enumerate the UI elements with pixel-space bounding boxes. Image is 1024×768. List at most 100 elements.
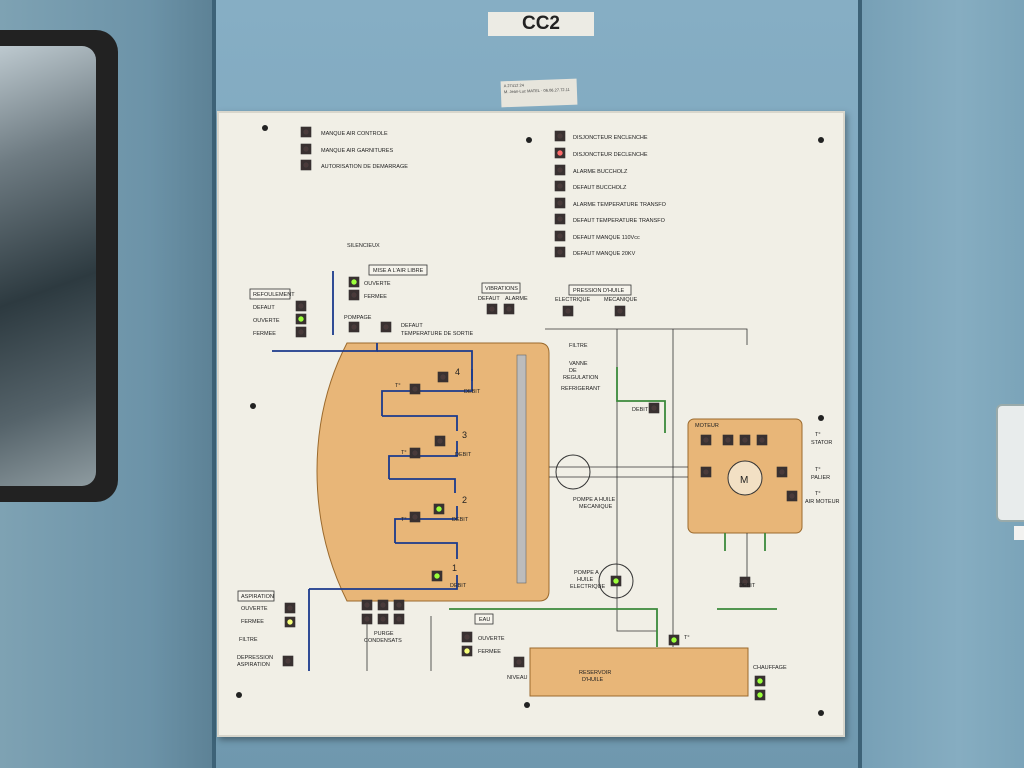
purge-label: PURGE <box>374 631 394 637</box>
fermee-label: FERMEE <box>253 331 276 337</box>
ouverte-label: OUVERTE <box>241 606 268 612</box>
pompe-elec-label: POMPE A <box>574 570 599 576</box>
t-deg-label: T° <box>401 517 407 523</box>
debit-label: DEBIT <box>632 407 649 413</box>
reservoir-label: D'HUILE <box>582 677 604 683</box>
right-cabinet-door <box>862 0 1024 768</box>
pompe-elec-label: HUILE <box>577 577 594 583</box>
fermee-label: FERMEE <box>241 619 264 625</box>
vanne-label: REGULATION <box>563 375 598 381</box>
section-header-box <box>481 282 521 294</box>
motor-symbol <box>727 460 763 496</box>
debit-label: DEBIT <box>452 517 469 523</box>
section-header-box <box>474 613 494 625</box>
pipework <box>272 271 777 671</box>
gauge-dial <box>996 404 1024 522</box>
section-header: VIBRATIONS <box>485 286 518 292</box>
alarm-label: DISJONCTEUR DECLENCHE <box>573 152 648 158</box>
moteur-label: MOTEUR <box>695 423 719 429</box>
electric-oil-pump-symbol <box>598 563 634 599</box>
mechanical-oil-pump-symbol <box>555 454 591 490</box>
alarm-label: AUTORISATION DE DEMARRAGE <box>321 164 408 170</box>
pompe-meca-label: MECANIQUE <box>579 504 613 510</box>
depression-label: DEPRESSION <box>237 655 273 661</box>
refrigerant-label: REFRIGERANT <box>561 386 601 392</box>
t-stator-label: T° <box>815 432 821 438</box>
gauge-tag <box>1014 526 1024 540</box>
niveau-label: NIVEAU <box>507 675 528 681</box>
vanne-label: VANNE <box>569 361 588 367</box>
electrique-label: ELECTRIQUE <box>555 297 590 303</box>
ouverte-label: OUVERTE <box>478 636 505 642</box>
sticker-line: M. Jean-Luc MATEL · 06.06.27.72.11 <box>503 86 570 95</box>
depression-label: ASPIRATION <box>237 662 270 668</box>
mecanique-label: MECANIQUE <box>604 297 638 303</box>
defaut-temp-label: TEMPERATURE DE SORTIE <box>401 331 474 337</box>
section-header: MISE A L'AIR LIBRE <box>373 268 424 274</box>
debit-label: DEBIT <box>464 389 481 395</box>
section-header: EAU <box>479 617 490 623</box>
t-palier-label: T° <box>815 467 821 473</box>
t-deg-label: T° <box>401 450 407 456</box>
fermee-label: FERMEE <box>478 649 501 655</box>
section-header-box <box>368 264 428 276</box>
section-header-box <box>568 284 632 296</box>
stage-number: 1 <box>452 563 457 573</box>
maintenance-sticker: A 27412 24 M. Jean-Luc MATEL · 06.06.27.… <box>500 78 578 108</box>
alarm-label: DEFAUT BUCCHOLZ <box>573 185 627 191</box>
alarm-label: MANQUE AIR GARNITURES <box>321 148 393 154</box>
stage-number: 3 <box>462 430 467 440</box>
silencieux-label: SILENCIEUX <box>347 243 380 249</box>
alarm-label: DEFAUT MANQUE 20KV <box>573 251 636 257</box>
pompe-meca-label: POMPE A HUILE <box>573 497 616 503</box>
mimic-panel: MANQUE AIR CONTROLE MANQUE AIR GARNITURE… <box>217 111 845 737</box>
defaut-temp-label: DEFAUT <box>401 323 423 329</box>
alarm-label: DEFAUT TEMPERATURE TRANSFO <box>573 218 666 224</box>
defaut-label: DEFAUT <box>253 305 275 311</box>
debit-label: DEBIT <box>450 583 467 589</box>
ouverte-label: OUVERTE <box>364 281 391 287</box>
alarm-label: MANQUE AIR CONTROLE <box>321 131 388 137</box>
alarme-label: ALARME <box>505 296 528 302</box>
mounting-screws <box>236 125 824 716</box>
gearbox-shaft <box>516 354 527 584</box>
stage-number: 4 <box>455 367 460 377</box>
purge-label: CONDENSATS <box>364 638 402 644</box>
debit-label: DEBIT <box>455 452 472 458</box>
filtre-label: FILTRE <box>569 343 588 349</box>
alarm-label: DISJONCTEUR ENCLENCHE <box>573 135 648 141</box>
stage-number: 2 <box>462 495 467 505</box>
t-air-label: AIR MOTEUR <box>805 499 840 505</box>
alarm-label: DEFAUT MANQUE 110Vcc <box>573 235 640 241</box>
chauffage-label: CHAUFFAGE <box>753 665 787 671</box>
section-header-box <box>249 288 291 300</box>
motor-label: M <box>740 475 748 486</box>
process-diagram: MANQUE AIR CONTROLE MANQUE AIR GARNITURE… <box>236 125 840 716</box>
door-seam <box>858 0 862 768</box>
t-deg-label: T° <box>395 383 401 389</box>
alarm-label: ALARME TEMPERATURE TRANSFO <box>573 202 667 208</box>
reservoir-label: RESERVOIR <box>579 670 611 676</box>
oil-reservoir <box>529 647 749 697</box>
indicator-lamps <box>282 126 798 701</box>
alarm-label: ALARME BUCCHOLZ <box>573 169 628 175</box>
t-stator-label: STATOR <box>811 440 832 446</box>
vanne-label: DE <box>569 368 577 374</box>
pompe-elec-label: ELECTRIQUE <box>570 584 605 590</box>
defaut-label: DEFAUT <box>478 296 500 302</box>
compressor-area <box>316 342 550 602</box>
door-seam <box>212 0 216 768</box>
debit-label: DEBIT <box>739 583 756 589</box>
cabinet-label: CC2 <box>488 12 594 36</box>
t-air-label: T° <box>815 491 821 497</box>
door-window-glass <box>0 46 96 486</box>
t-palier-label: PALIER <box>811 475 830 481</box>
section-header: REFOULEMENT <box>253 292 295 298</box>
ouverte-label: OUVERTE <box>253 318 280 324</box>
section-header-box <box>237 590 275 602</box>
section-header: ASPIRATION <box>241 594 274 600</box>
t-deg-label: T° <box>684 635 690 641</box>
fermee-label: FERMEE <box>364 294 387 300</box>
filtre-label: FILTRE <box>239 637 258 643</box>
pompage-label: POMPAGE <box>344 315 372 321</box>
